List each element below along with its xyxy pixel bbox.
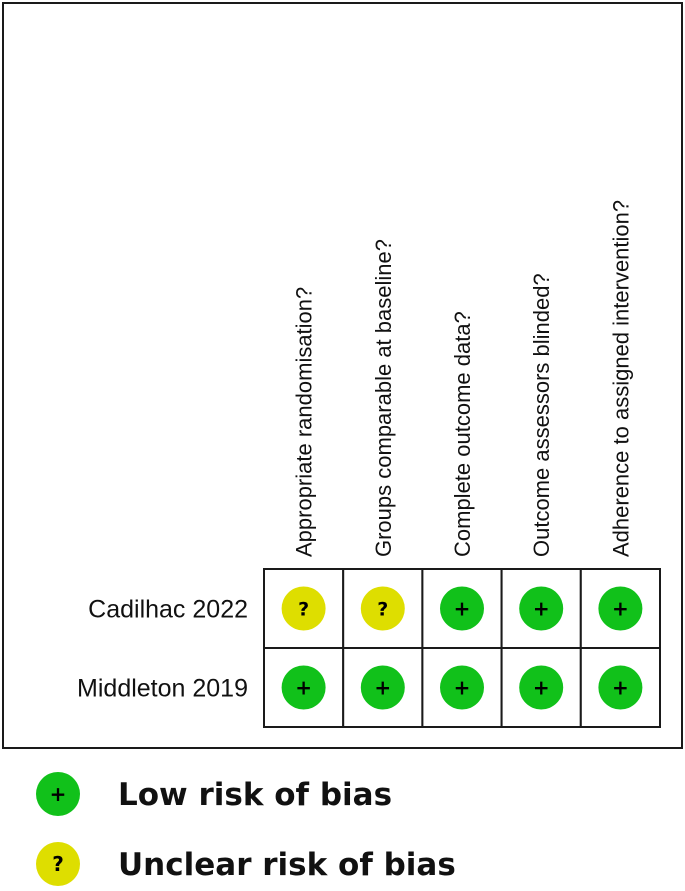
legend-symbol: +: [50, 782, 67, 806]
column-label-groups-comparable-at-baseline: Groups comparable at baseline?: [371, 239, 396, 557]
judgement-low-marker: [519, 586, 564, 631]
judgement-low-marker: [598, 665, 643, 710]
judgement-low-marker: [360, 665, 405, 710]
judgement-symbol: +: [374, 676, 391, 700]
legend-label-unclear: Unclear risk of bias: [118, 847, 456, 883]
judgement-symbol: +: [612, 676, 629, 700]
column-label-adherence-to-assigned-intervention: Adherence to assigned intervention?: [608, 200, 633, 557]
row-label-cadilhac-2022: Cadilhac 2022: [88, 596, 248, 624]
judgement-symbol: +: [533, 597, 550, 621]
legend-unclear-marker: [36, 842, 80, 886]
judgement-symbol: +: [454, 597, 471, 621]
column-label-outcome-assessors-blinded: Outcome assessors blinded?: [529, 273, 554, 557]
judgement-symbol: +: [533, 676, 550, 700]
legend-low-marker: [36, 772, 80, 816]
judgement-low-marker: [281, 665, 326, 710]
judgement-symbol: +: [612, 597, 629, 621]
judgement-unclear-marker: [281, 586, 326, 631]
row-label-middleton-2019: Middleton 2019: [77, 675, 248, 703]
judgement-low-marker: [440, 586, 484, 631]
legend-symbol: ?: [52, 852, 64, 876]
legend-label-low: Low risk of bias: [118, 777, 392, 813]
judgement-symbol: ?: [377, 599, 388, 621]
column-labels: Appropriate randomisation? Groups compara…: [292, 200, 634, 557]
judgement-low-marker: [440, 665, 484, 710]
judgement-grid: ?? + + + + + + + +: [263, 568, 661, 728]
judgement-low-marker: [519, 665, 564, 710]
column-label-complete-outcome-data: Complete outcome data?: [450, 311, 475, 557]
judgement-symbol: +: [295, 676, 312, 700]
judgement-unclear-marker: [360, 586, 405, 631]
judgement-symbol: +: [454, 676, 471, 700]
column-label-appropriate-randomisation: Appropriate randomisation?: [292, 287, 317, 557]
judgement-symbol: ?: [298, 599, 309, 621]
legend: + Low risk of bias? Unclear risk of bias: [36, 772, 456, 886]
judgement-low-marker: [598, 586, 643, 631]
